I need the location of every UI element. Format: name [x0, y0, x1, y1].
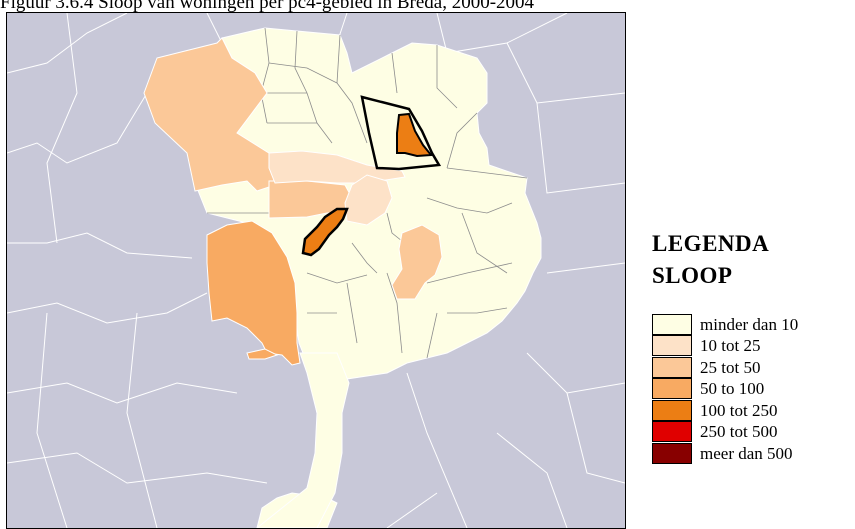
legend-label: 250 tot 500 — [700, 422, 778, 442]
surrounding-borders — [7, 13, 625, 528]
legend-item: minder dan 10 — [652, 313, 799, 336]
city-area-south — [256, 352, 350, 528]
legend-swatch — [652, 378, 692, 400]
legend: LEGENDA SLOOP minder dan 10 10 tot 25 25… — [652, 228, 798, 465]
legend-label: 10 tot 25 — [700, 336, 761, 356]
map-frame — [6, 12, 626, 529]
legend-swatch — [652, 399, 692, 421]
district-southwest-tail — [246, 348, 279, 360]
legend-item: meer dan 500 — [652, 442, 798, 465]
legend-title-line1: LEGENDA — [652, 231, 770, 256]
legend-title-line2: SLOOP — [652, 263, 733, 288]
legend-item: 50 to 100 — [652, 378, 798, 401]
legend-item: 10 tot 25 — [652, 335, 798, 358]
legend-swatch — [652, 313, 692, 335]
district-east-center — [391, 224, 443, 300]
legend-label: 25 tot 50 — [700, 357, 761, 377]
legend-swatch — [652, 335, 692, 357]
figure-caption: Figuur 3.6.4 Sloop van woningen per pc4-… — [0, 0, 535, 13]
legend-label: meer dan 500 — [700, 443, 793, 463]
legend-label: 100 tot 250 — [700, 400, 778, 420]
district-northeast-core — [396, 112, 433, 158]
legend-item: 100 tot 250 — [652, 399, 798, 422]
legend-items: minder dan 10 10 tot 25 25 tot 50 50 to … — [652, 313, 799, 465]
district-center-band — [268, 150, 406, 184]
district-south-central — [301, 207, 349, 257]
choropleth-map — [7, 13, 625, 528]
district-southwest — [206, 220, 301, 366]
legend-item: 25 tot 50 — [652, 356, 798, 379]
legend-label: 50 to 100 — [700, 379, 765, 399]
legend-label: minder dan 10 — [700, 314, 799, 334]
legend-swatch — [652, 442, 692, 464]
legend-swatch — [652, 421, 692, 443]
legend-swatch — [652, 356, 692, 378]
legend-item: 250 tot 500 — [652, 421, 798, 444]
